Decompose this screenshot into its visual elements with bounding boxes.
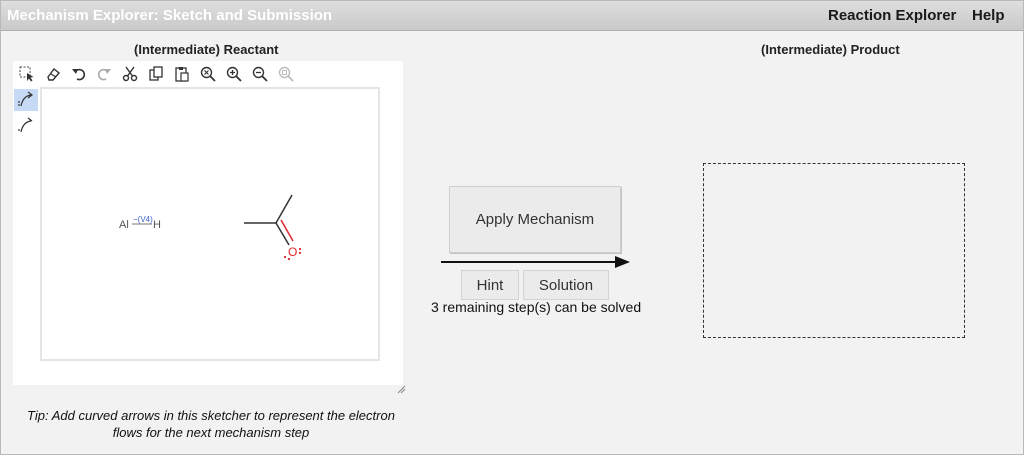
lone-pair-dot xyxy=(287,257,291,261)
copy-icon[interactable] xyxy=(148,66,164,82)
paste-icon[interactable] xyxy=(174,66,190,82)
lone-pair-dot xyxy=(283,255,287,259)
electron-pair-arrow-icon xyxy=(18,91,33,107)
zoom-reset-icon[interactable] xyxy=(200,66,216,82)
molecule-drawing: Al −(V4) H O xyxy=(119,194,302,261)
reaction-arrow xyxy=(441,256,630,268)
zoom-in-icon[interactable] xyxy=(226,66,242,82)
reactant-heading: (Intermediate) Reactant xyxy=(134,42,279,57)
apply-mechanism-button[interactable]: Apply Mechanism xyxy=(449,186,621,253)
hydrogen-atom-label: H xyxy=(153,219,161,231)
aluminum-charge-label: −(V4) xyxy=(133,215,153,224)
sketcher-tip: Tip: Add curved arrows in this sketcher … xyxy=(27,408,395,440)
acetone[interactable]: O xyxy=(244,194,302,261)
zoom-fit-icon[interactable] xyxy=(278,66,294,82)
product-drop-area xyxy=(703,163,965,338)
lone-pair-dot xyxy=(298,251,302,255)
carbonyl-bond-inner xyxy=(280,219,294,242)
electron-pair-arrow-tool[interactable] xyxy=(14,89,38,111)
app-title: Mechanism Explorer: Sketch and Submissio… xyxy=(7,7,333,24)
title-bar: Mechanism Explorer: Sketch and Submissio… xyxy=(1,1,1023,31)
aluminum-atom-label: Al xyxy=(119,219,129,231)
methyl-bond-top xyxy=(275,194,293,224)
menu-help[interactable]: Help xyxy=(972,7,1005,24)
sketcher-toolbar xyxy=(13,61,403,87)
hint-button[interactable]: Hint xyxy=(461,270,519,300)
solution-button[interactable]: Solution xyxy=(523,270,609,300)
single-electron-arrow-icon xyxy=(18,117,33,133)
sketch-canvas[interactable]: Al −(V4) H O xyxy=(40,87,380,361)
select-icon[interactable] xyxy=(19,66,35,82)
redo-icon[interactable] xyxy=(96,66,112,82)
cut-icon[interactable] xyxy=(122,66,138,82)
eraser-icon[interactable] xyxy=(45,66,61,82)
product-heading: (Intermediate) Product xyxy=(761,42,900,57)
carbonyl-bond-outer xyxy=(275,222,290,246)
aluminum-hydride[interactable]: Al −(V4) H xyxy=(119,215,161,231)
remaining-steps-text: 3 remaining step(s) can be solved xyxy=(431,299,642,315)
oxygen-atom-label: O xyxy=(288,245,297,259)
menu-reaction-explorer[interactable]: Reaction Explorer xyxy=(828,7,957,24)
reactant-sketcher[interactable]: Al −(V4) H O xyxy=(13,61,403,385)
undo-icon[interactable] xyxy=(71,66,87,82)
single-electron-arrow-tool[interactable] xyxy=(14,115,38,137)
zoom-out-icon[interactable] xyxy=(252,66,268,82)
lone-pair-dot xyxy=(298,247,302,251)
resize-handle[interactable] xyxy=(397,381,406,394)
